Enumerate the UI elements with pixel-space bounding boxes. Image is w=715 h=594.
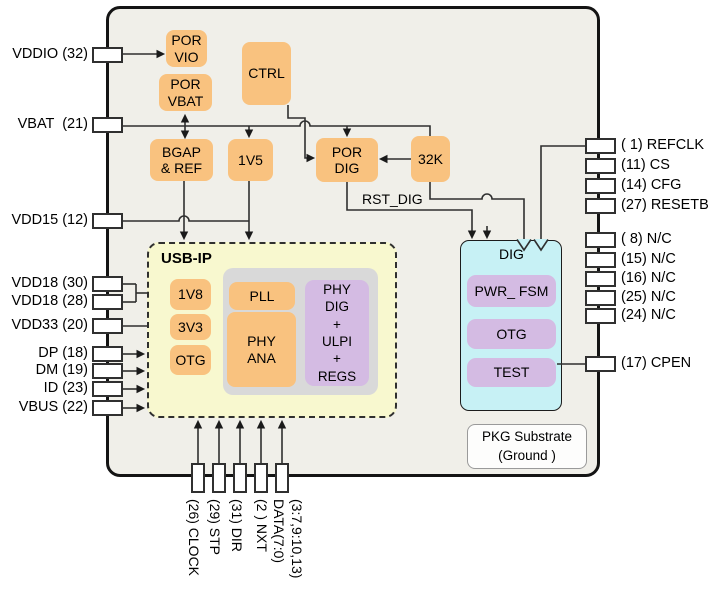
rst-dig-net-label: RST_DIG bbox=[362, 191, 423, 207]
block-label: OTG bbox=[496, 325, 527, 342]
pin-label-data: DATA(7:0) bbox=[271, 499, 287, 564]
block-pll: PLL bbox=[229, 282, 295, 310]
block-label: BGAP bbox=[162, 143, 201, 160]
block-label: DIG bbox=[324, 299, 349, 315]
pin-label-id: ID (23) bbox=[43, 380, 88, 396]
pin-box-vbus bbox=[92, 400, 123, 416]
pin-label-clock: (26) CLOCK bbox=[186, 499, 202, 577]
pin-label-vdd18-30: VDD18 (30) bbox=[11, 275, 88, 291]
pin-label-vdd33: VDD33 (20) bbox=[11, 317, 88, 333]
pin-box-vddio bbox=[92, 47, 123, 63]
pin-box-clock bbox=[191, 463, 205, 493]
pin-box-nc-8 bbox=[585, 232, 616, 248]
pin-box-nc-15 bbox=[585, 252, 616, 268]
pin-label-data-numbers: (3:7,9:10,13) bbox=[289, 499, 305, 579]
block-label: REGS bbox=[317, 368, 357, 384]
pin-box-vdd18-28 bbox=[92, 294, 123, 310]
pin-box-nc-16 bbox=[585, 271, 616, 287]
pin-box-vdd18-30 bbox=[92, 276, 123, 292]
block-label: 1V8 bbox=[178, 286, 203, 303]
block-label: PLL bbox=[249, 287, 275, 304]
pin-label-cpen: (17) CPEN bbox=[621, 355, 692, 371]
block-label: 1V5 bbox=[238, 151, 263, 168]
pin-label-nc-15: (15) N/C bbox=[621, 251, 676, 267]
block-label: CTRL bbox=[248, 65, 285, 82]
block-por-dig: POR DIG bbox=[316, 138, 378, 182]
block-phy-ana: PHY ANA bbox=[227, 312, 296, 387]
block-label: VBAT bbox=[167, 92, 204, 109]
block-label: POR bbox=[331, 143, 363, 160]
pin-label-vddio: VDDIO (32) bbox=[12, 46, 88, 62]
block-label: TEST bbox=[493, 364, 530, 381]
pin-label-cfg: (14) CFG bbox=[621, 177, 682, 193]
pin-label-nc-25: (25) N/C bbox=[621, 289, 676, 305]
block-label: ANA bbox=[247, 349, 276, 366]
block-label: 3V3 bbox=[178, 318, 203, 335]
pin-label-stp: (29) STP bbox=[207, 499, 223, 556]
pin-box-cfg bbox=[585, 178, 616, 194]
block-label: POR bbox=[171, 32, 202, 49]
pin-label-vbus: VBUS (22) bbox=[18, 399, 88, 415]
pin-label-nxt: (2 ) NXT bbox=[254, 499, 270, 552]
pin-box-cs bbox=[585, 158, 616, 174]
pin-box-nxt bbox=[254, 463, 268, 493]
pkg-substrate-box: PKG Substrate (Ground ) bbox=[467, 424, 587, 469]
pin-label-vdd18-28: VDD18 (28) bbox=[11, 293, 88, 309]
block-32k: 32K bbox=[411, 136, 450, 182]
pin-box-cpen bbox=[585, 356, 616, 372]
pin-box-dir bbox=[233, 463, 247, 493]
block-3v3: 3V3 bbox=[170, 314, 211, 340]
block-ctrl: CTRL bbox=[242, 42, 291, 105]
block-label: VIO bbox=[174, 48, 199, 65]
pin-box-stp bbox=[212, 463, 226, 493]
pin-label-nc-16: (16) N/C bbox=[621, 270, 676, 286]
block-label: + bbox=[333, 316, 341, 332]
pin-label-vdd15: VDD15 (12) bbox=[11, 212, 88, 228]
pin-label-refclk: ( 1) REFCLK bbox=[621, 137, 704, 153]
block-test: TEST bbox=[467, 358, 556, 387]
pin-label-dp: DP (18) bbox=[38, 345, 88, 361]
block-label: POR bbox=[170, 76, 201, 93]
block-label: ULPI bbox=[321, 334, 352, 349]
block-label: PWR_ FSM bbox=[474, 282, 549, 299]
block-label: 32K bbox=[418, 150, 443, 167]
pin-label-nc-8: ( 8) N/C bbox=[621, 231, 672, 247]
pin-box-data bbox=[275, 463, 289, 493]
pkg-substrate-label: (Ground ) bbox=[498, 447, 556, 463]
block-label: PHY bbox=[247, 333, 276, 350]
block-1v8: 1V8 bbox=[170, 279, 211, 310]
pin-label-resetb: (27) RESETB bbox=[621, 197, 709, 213]
pin-label-dir: (31) DIR bbox=[229, 499, 245, 552]
pin-box-refclk bbox=[585, 138, 616, 154]
block-1v5: 1V5 bbox=[228, 139, 273, 181]
block-label: OTG bbox=[175, 351, 206, 368]
pin-box-nc-24 bbox=[585, 308, 616, 324]
dig-title: DIG bbox=[499, 246, 524, 262]
block-bgap-ref: BGAP & REF bbox=[150, 139, 213, 181]
usb-ip-title: USB-IP bbox=[161, 250, 212, 267]
block-label: & REF bbox=[160, 160, 203, 176]
pin-box-id bbox=[92, 381, 123, 397]
block-label: PHY bbox=[323, 282, 351, 298]
pin-label-vbat: VBAT (21) bbox=[17, 116, 88, 132]
pin-label-nc-24: (24) N/C bbox=[621, 307, 676, 323]
pin-box-resetb bbox=[585, 198, 616, 214]
block-por-vio: POR VIO bbox=[166, 30, 207, 67]
block-phy-dig-ulpi-regs: PHY DIG + ULPI + REGS bbox=[305, 280, 369, 386]
pin-box-vdd33 bbox=[92, 318, 123, 334]
block-label: + bbox=[333, 351, 341, 367]
pkg-substrate-label: PKG Substrate bbox=[481, 429, 573, 445]
block-label: DIG bbox=[334, 160, 360, 176]
pin-box-vbat bbox=[92, 117, 123, 133]
pin-box-dp bbox=[92, 346, 123, 362]
block-por-vbat: POR VBAT bbox=[159, 74, 212, 111]
pin-box-dm bbox=[92, 363, 123, 379]
block-otg-analog: OTG bbox=[170, 345, 211, 375]
pin-label-cs: (11) CS bbox=[621, 157, 670, 173]
pin-box-nc-25 bbox=[585, 290, 616, 306]
block-otg-dig: OTG bbox=[467, 319, 556, 349]
pin-label-dm: DM (19) bbox=[35, 362, 88, 378]
block-pwr-fsm: PWR_ FSM bbox=[467, 275, 556, 307]
pin-box-vdd15 bbox=[92, 213, 123, 229]
